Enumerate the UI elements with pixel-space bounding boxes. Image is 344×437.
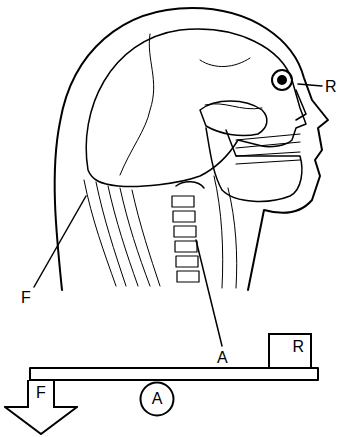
head-outline (55, 8, 328, 290)
force-arrow: F (4, 380, 78, 435)
lever-bar (30, 368, 318, 380)
nasal-bone (296, 90, 306, 120)
skull-base (176, 182, 204, 188)
upper-teeth (236, 134, 300, 148)
vertebrae (172, 196, 199, 282)
part-label: F (20, 289, 32, 307)
leader-line (34, 196, 86, 287)
skull-suture (120, 34, 262, 175)
fulcrum-circle: A (139, 381, 175, 417)
leader-line (298, 84, 322, 86)
lower-teeth (236, 152, 300, 164)
mandible (206, 128, 302, 201)
cheekbone (200, 101, 267, 136)
node-label: F (28, 384, 54, 402)
neck-muscle (84, 176, 237, 288)
part-label: A (216, 349, 229, 367)
node-label: A (152, 390, 163, 408)
part-label: R (324, 78, 338, 96)
eye (278, 76, 286, 84)
resistance-box: R (268, 333, 312, 369)
eye-socket (272, 70, 292, 90)
node-label: R (292, 338, 304, 356)
skull (86, 29, 306, 186)
leader-line (196, 240, 222, 346)
